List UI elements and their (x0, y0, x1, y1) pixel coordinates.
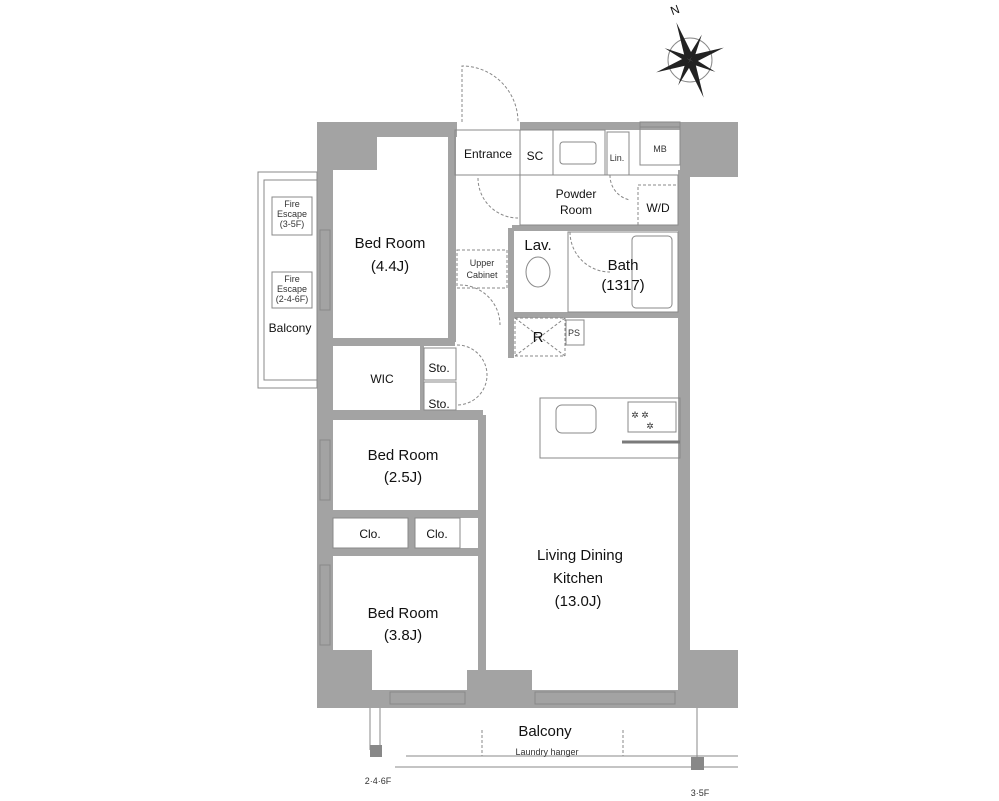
floor-note-right: 3·5F (691, 788, 710, 798)
ldk-label-2: Kitchen (553, 570, 603, 587)
bedroom-1-label: Bed Room (355, 235, 426, 252)
washer-dryer-label: W/D (646, 201, 670, 215)
windows (319, 121, 681, 705)
lavatory-label: Lav. (524, 237, 551, 254)
fire-escape-1-label: Fire (284, 199, 300, 209)
fire-escape-hatch-2 (271, 271, 313, 309)
powder-room-label: Powder (556, 187, 597, 201)
upper-cabinet-label-2: Cabinet (466, 270, 498, 280)
linen-label: Lin. (610, 153, 625, 163)
closet-2-label: Clo. (426, 527, 447, 541)
shoe-cabinet-sink (559, 141, 597, 165)
mb-label: MB (653, 144, 667, 154)
fire-escape-2-floors: (2-4-6F) (276, 294, 309, 304)
refrigerator-label: R (533, 329, 544, 346)
fire-escape-1-label: Escape (277, 209, 307, 219)
bedroom-3-label: Bed Room (368, 605, 439, 622)
bathtub-icon (631, 235, 673, 309)
wic-label: WIC (370, 372, 394, 386)
bedroom-2-label: Bed Room (368, 447, 439, 464)
fire-escape-1-floors: (3-5F) (280, 219, 305, 229)
refrigerator-space (514, 317, 566, 357)
svg-text:✲: ✲ (646, 421, 654, 431)
sc-label: SC (527, 149, 544, 163)
ps-label: PS (568, 328, 580, 338)
side-balcony (257, 171, 318, 389)
laundry-hanger-label: Laundry hanger (515, 747, 578, 757)
ldk-size: (13.0J) (555, 593, 602, 610)
compass-icon (656, 22, 724, 98)
bottom-balcony (369, 708, 738, 770)
fire-escape-hatch-1 (271, 196, 313, 236)
fire-escape-2-label: Escape (277, 284, 307, 294)
storage-1-label: Sto. (428, 361, 449, 375)
svg-text:✲ ✲: ✲ ✲ (631, 410, 649, 420)
outer-walls (317, 122, 738, 708)
ldk-label: Living Dining (537, 547, 623, 564)
kitchen-sink-icon (555, 404, 597, 434)
kitchen-island (539, 397, 681, 459)
upper-cabinet-label: Upper (470, 258, 495, 268)
bedroom-1-size: (4.4J) (371, 258, 409, 275)
powder-room-label-2: Room (560, 203, 592, 217)
floor-note-left: 2·4·6F (365, 776, 392, 786)
bath-label: Bath (608, 257, 639, 274)
entrance-door-swing (461, 65, 519, 123)
bedroom-2-size: (2.5J) (384, 469, 422, 486)
bottom-balcony-label: Balcony (518, 723, 572, 740)
bedroom-3-size: (3.8J) (384, 627, 422, 644)
side-balcony-label: Balcony (269, 321, 312, 335)
storage-2-label: Sto. (428, 397, 449, 411)
closet-1-label: Clo. (359, 527, 380, 541)
bath-size: (1317) (601, 277, 644, 294)
north-label: N (669, 2, 682, 18)
toilet-icon (525, 256, 551, 288)
stove-icon (627, 401, 677, 433)
fire-escape-2-label: Fire (284, 274, 300, 284)
entrance-label: Entrance (464, 147, 512, 161)
